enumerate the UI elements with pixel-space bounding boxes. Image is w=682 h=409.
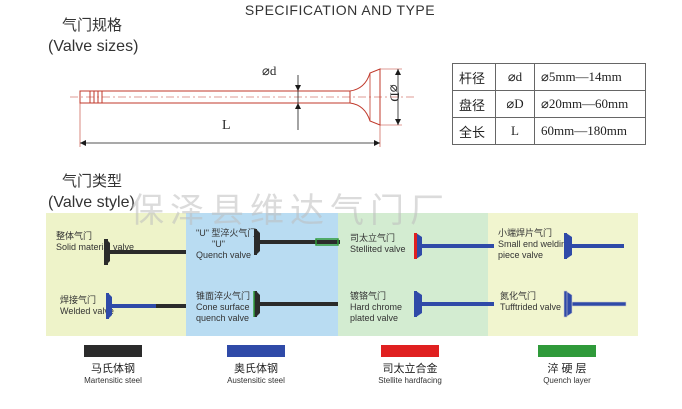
page-header: SPECIFICATION AND TYPE (244, 2, 436, 18)
panel-cone-quench-valve: 锥面淬火气门 Cone surface quench valve (196, 291, 251, 323)
legend-swatch-austenitic (227, 345, 285, 357)
spec-cn: 全长 (452, 117, 496, 145)
legend-label-cn: 司太立合金 (382, 363, 438, 375)
legend-label-cn: 淬 硬 层 (547, 363, 587, 375)
panel-band-1 (46, 213, 186, 336)
spec-table: 杆径 ⌀d ⌀5mm—14mm 盘径 ⌀D ⌀20mm—60mm 全长 L 60… (452, 63, 646, 145)
legend-swatch-quench (538, 345, 596, 357)
legend-label-cn: 奥氏体钢 (234, 363, 278, 375)
valve-dimension-drawing (70, 68, 415, 147)
table-row: 盘径 ⌀D ⌀20mm—60mm (452, 90, 646, 118)
dim-label-D: ⌀D (387, 84, 403, 102)
legend-label-en: Austensitic steel (227, 376, 285, 385)
legend-label-en: Quench layer (543, 376, 591, 385)
panel-tufftrided-valve: 氮化气门 Tufftrided valve (500, 291, 562, 312)
sizes-title-en: (Valve sizes) (48, 38, 139, 55)
dim-label-d: ⌀d (262, 63, 277, 78)
panel-band-4 (488, 213, 638, 336)
valve-stellited-icon (414, 233, 494, 259)
panel-end-welding-valve: 小端焊片气门 Small end welding piece valve (498, 228, 572, 260)
valve-tufftrided-icon (563, 290, 627, 318)
dim-label-L: L (222, 118, 231, 133)
valve-solid-icon (104, 239, 186, 265)
panel-chrome-valve: 镀铬气门 Hard chrome plated valve (350, 291, 403, 323)
types-title-en: (Valve style) (48, 194, 135, 211)
spec-range: ⌀5mm—14mm (534, 63, 646, 91)
panel-band-2 (186, 213, 338, 336)
spec-symbol: L (495, 117, 535, 145)
table-row: 全长 L 60mm—180mm (452, 117, 646, 145)
spec-cn: 盘径 (452, 90, 496, 118)
spec-cn: 杆径 (452, 63, 496, 91)
watermark: 保泽县维达气门厂 (130, 192, 450, 230)
panel-solid-valve: 整体气门 Solid material valve (56, 231, 135, 252)
panel-band-3 (338, 213, 488, 336)
legend-label-en: Martensitic steel (84, 376, 142, 385)
spec-symbol: ⌀D (495, 90, 535, 118)
legend-swatch-stellite (381, 345, 439, 357)
table-row: 杆径 ⌀d ⌀5mm—14mm (452, 63, 646, 91)
legend-label-en: Stellite hardfacing (378, 376, 442, 385)
sizes-title-cn: 气门规格 (62, 17, 123, 34)
panel-welded-valve: 焊接气门 Welded valve (60, 295, 114, 316)
valve-end-welding-icon (564, 233, 624, 259)
spec-range: 60mm—180mm (534, 117, 646, 145)
legend-label-cn: 马氏体钢 (91, 363, 135, 375)
valve-illustrations (104, 229, 627, 319)
valve-chrome-icon (414, 291, 494, 317)
spec-range: ⌀20mm—60mm (534, 90, 646, 118)
spec-symbol: ⌀d (495, 63, 535, 91)
legend-swatch-martensitic (84, 345, 142, 357)
valve-cone-quench-icon (253, 291, 338, 317)
types-title-cn: 气门类型 (62, 173, 123, 190)
panel-stellited-valve: 司太立气门 Stellited valve (350, 233, 406, 254)
panel-u-quench-valve: "U" 型淬火气门 "U" Quench valve (196, 228, 257, 260)
valve-welded-icon (106, 293, 186, 319)
valve-u-quench-icon (254, 229, 340, 255)
